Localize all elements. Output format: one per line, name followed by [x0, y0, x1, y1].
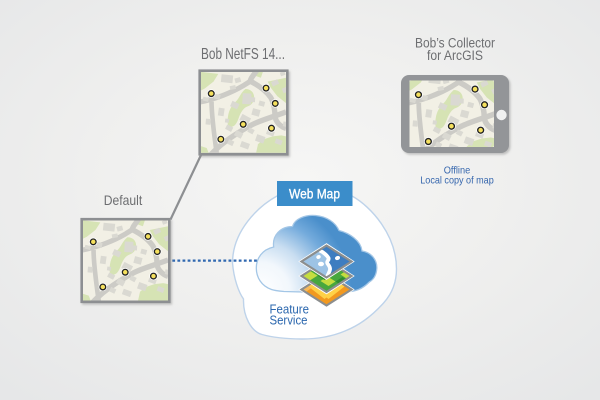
svg-text:Bob’s Collector: Bob’s Collector	[415, 36, 495, 51]
svg-text:Local copy of map: Local copy of map	[420, 175, 494, 187]
svg-text:Offline: Offline	[444, 164, 471, 176]
svg-text:for ArcGIS: for ArcGIS	[427, 48, 483, 63]
svg-text:Default: Default	[104, 192, 143, 208]
svg-text:Bob NetFS 14...: Bob NetFS 14...	[201, 46, 285, 63]
svg-text:Web Map: Web Map	[289, 186, 340, 202]
svg-text:Feature: Feature	[270, 302, 310, 316]
svg-text:Service: Service	[270, 314, 308, 328]
